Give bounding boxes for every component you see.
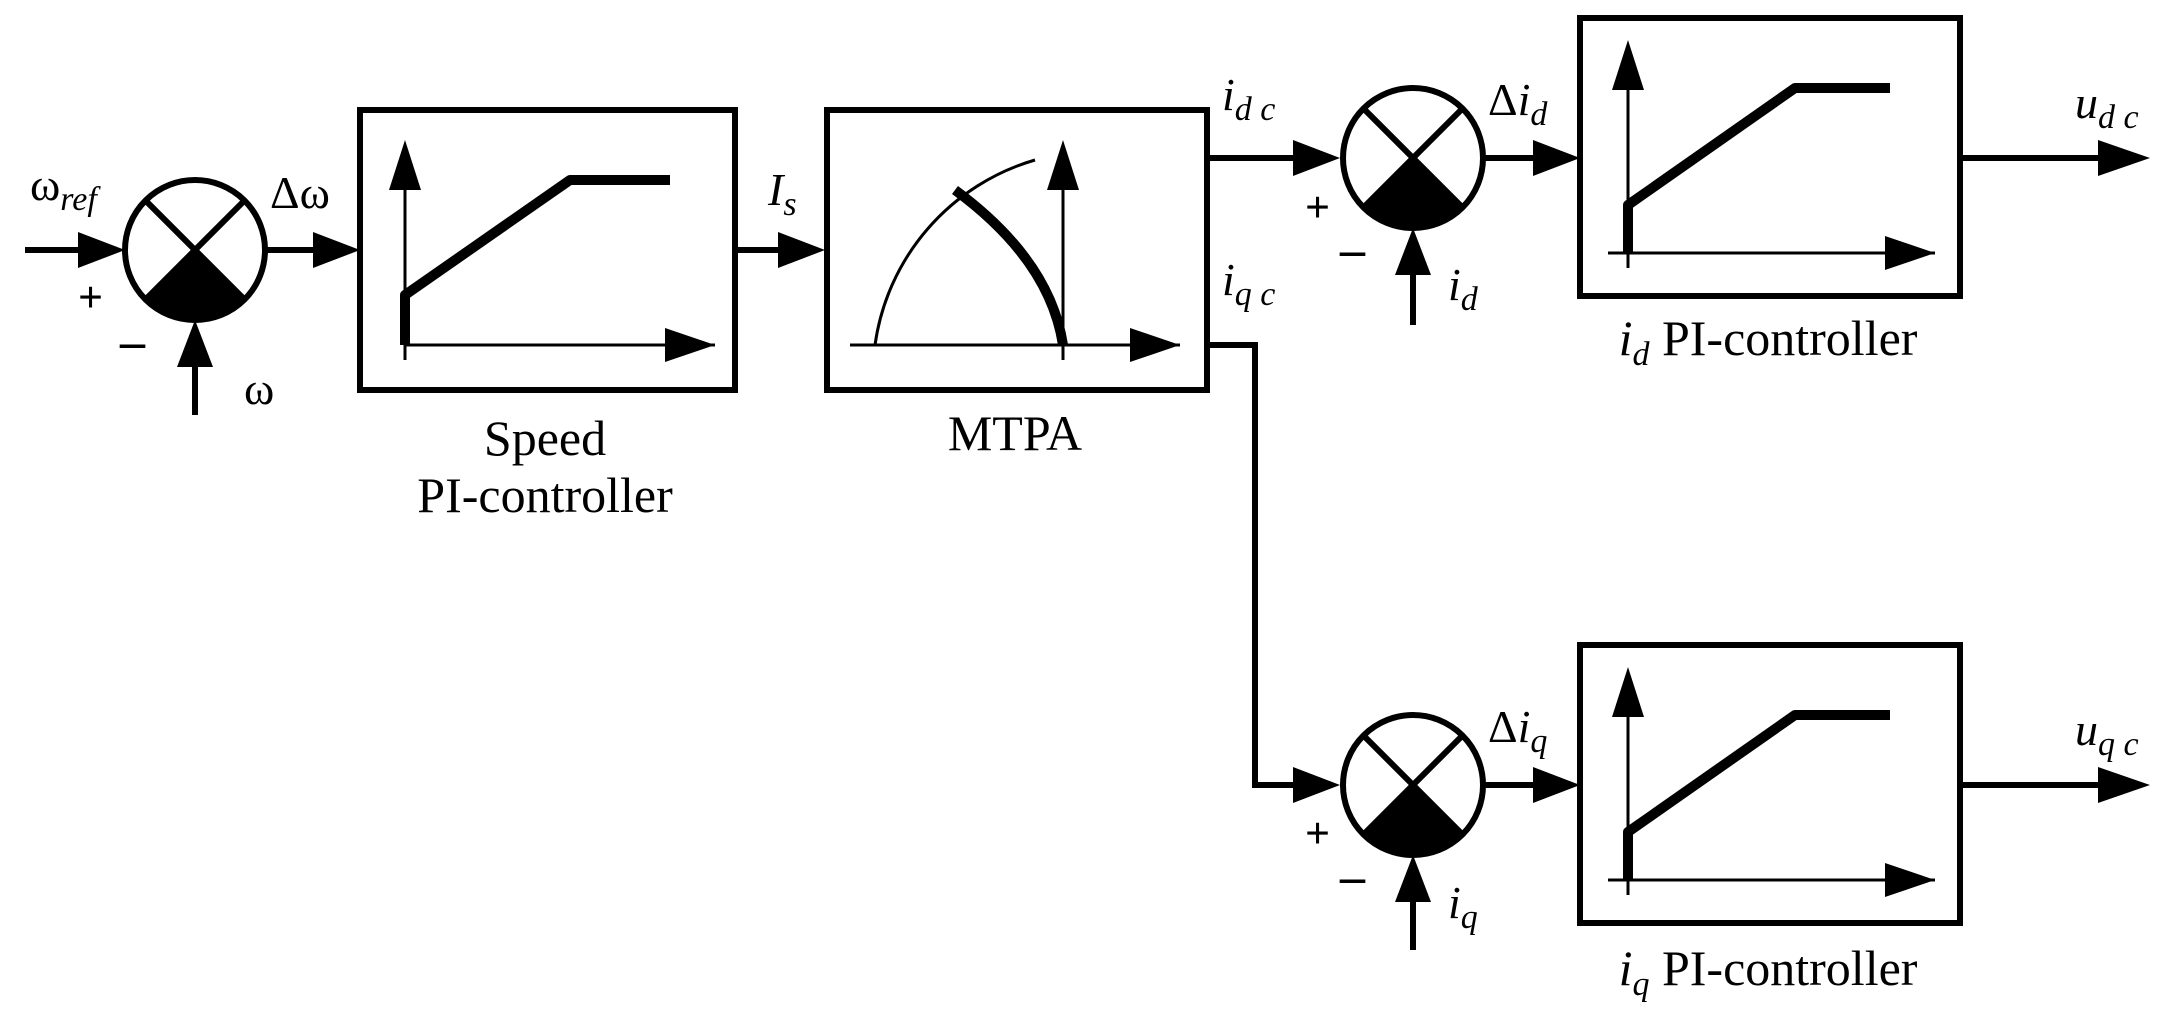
speed-summing-junction — [122, 177, 268, 323]
omega-label: ω — [244, 363, 274, 414]
iq-plus-sign: + — [1305, 809, 1330, 858]
is-label: Is — [767, 164, 797, 223]
id-feedback-label: id — [1448, 259, 1479, 318]
idc-arrow — [1207, 140, 1340, 176]
iq-minus-sign: – — [1339, 848, 1366, 904]
iq-summing-junction — [1340, 712, 1486, 858]
iqc-wire — [1207, 342, 1340, 803]
wref-input-arrow — [25, 232, 125, 268]
speed-pi-subtitle: PI-controller — [417, 467, 673, 523]
uqc-output-arrow — [1960, 767, 2150, 803]
delta-omega-label: Δω — [270, 167, 330, 218]
speed-pi-title: Speed — [484, 410, 606, 466]
id-pi-label: id PI-controller — [1619, 310, 1918, 373]
iq-pi-label: iq PI-controller — [1619, 940, 1918, 1003]
delta-iq-label: Δiq — [1488, 701, 1547, 760]
delta-id-arrow — [1483, 140, 1580, 176]
wref-label: ωref — [30, 159, 101, 218]
delta-iq-arrow — [1483, 767, 1580, 803]
is-arrow — [735, 232, 825, 268]
udc-label: ud c — [2075, 77, 2139, 136]
id-minus-sign: – — [1339, 221, 1366, 277]
mtpa-label: MTPA — [948, 405, 1082, 461]
id-summing-junction — [1340, 85, 1486, 231]
mtpa-block — [824, 107, 1210, 393]
iq-feedback-label: iq — [1448, 877, 1478, 936]
iqc-label: iq c — [1222, 254, 1275, 313]
delta-id-label: Δid — [1488, 74, 1548, 133]
idc-label: id c — [1222, 69, 1275, 128]
minus-sign: – — [119, 313, 146, 369]
id-pi-block — [1577, 15, 1963, 299]
plus-sign: + — [78, 273, 103, 322]
udc-output-arrow — [1960, 140, 2150, 176]
iq-feedback-arrow — [1395, 855, 1431, 950]
delta-omega-arrow — [265, 232, 360, 268]
id-feedback-arrow — [1395, 228, 1431, 325]
uqc-label: uq c — [2075, 704, 2139, 763]
omega-feedback-arrow — [177, 320, 213, 415]
speed-pi-block — [357, 107, 738, 393]
id-plus-sign: + — [1305, 183, 1330, 232]
iq-pi-block — [1577, 642, 1963, 926]
